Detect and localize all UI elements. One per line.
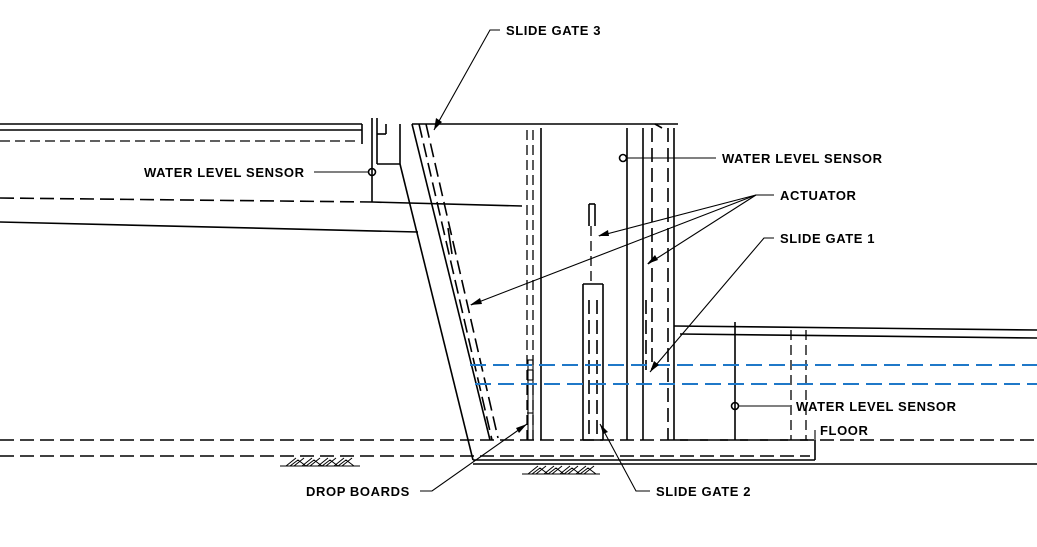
label-slide-gate-3: SLIDE GATE 3 (506, 23, 601, 38)
label-water-level-sensor-right: WATER LEVEL SENSOR (796, 399, 957, 414)
left-sensor-post (367, 118, 400, 202)
label-water-level-sensor-top: WATER LEVEL SENSOR (722, 151, 883, 166)
label-slide-gate-1: SLIDE GATE 1 (780, 231, 875, 246)
top-sensor-dot (618, 153, 628, 163)
leaders (314, 29, 816, 492)
left-channel (0, 123, 523, 233)
label-water-level-sensor-left: WATER LEVEL SENSOR (144, 165, 305, 180)
ground-hatch-center (522, 465, 600, 475)
label-slide-gate-2: SLIDE GATE 2 (656, 484, 751, 499)
label-drop-boards: DROP BOARDS (306, 484, 410, 499)
right-channel (673, 322, 1037, 441)
water-levels (470, 364, 1037, 385)
drop-boards (527, 359, 534, 441)
slide-gate-2-body (582, 203, 604, 441)
label-actuator: ACTUATOR (780, 188, 857, 203)
slide-gate-3-body (418, 123, 499, 441)
ground-hatch-left (280, 457, 360, 467)
structure-walls (526, 128, 675, 440)
label-floor: FLOOR (820, 423, 869, 438)
sloped-wall (399, 123, 678, 461)
floor-lines (0, 439, 1037, 465)
